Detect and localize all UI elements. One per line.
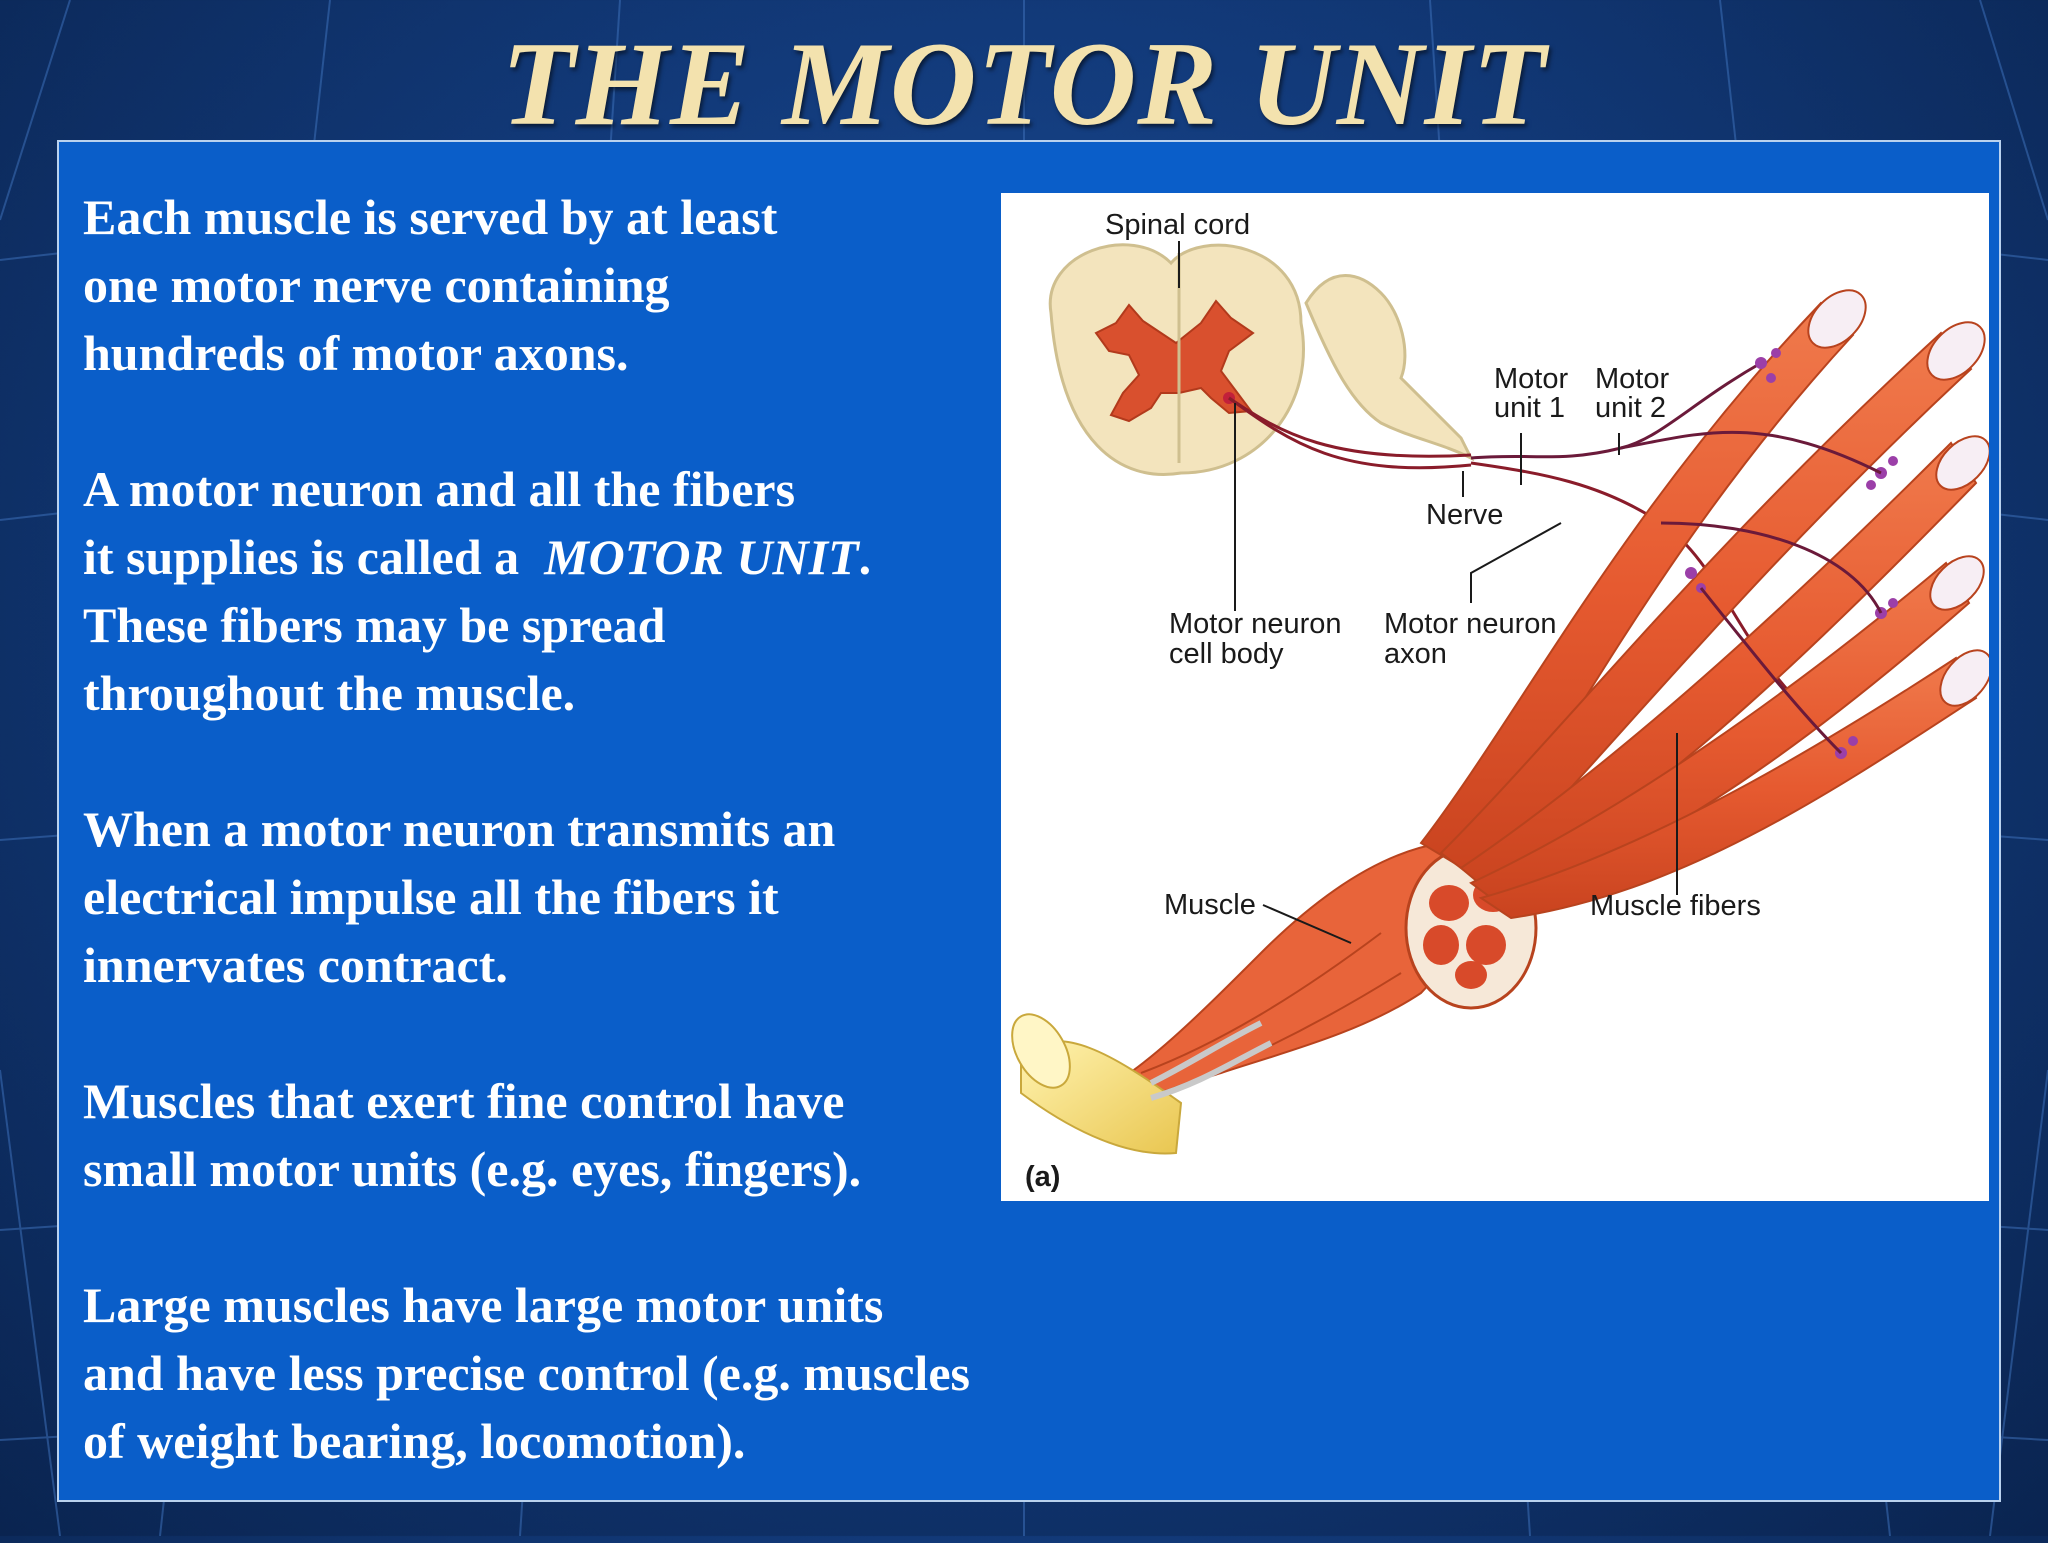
label-motor-unit-2: Motor xyxy=(1595,363,1670,395)
text-line: When a motor neuron transmits an xyxy=(83,801,836,857)
label-motor-unit-2: unit 2 xyxy=(1595,392,1666,424)
text-line: small motor units (e.g. eyes, fingers). xyxy=(83,1141,862,1197)
text-line: innervates contract. xyxy=(83,937,508,993)
text-line: electrical impulse all the fibers it xyxy=(83,869,779,925)
leader-lines xyxy=(1178,241,1678,944)
text-line: Large muscles have large motor units xyxy=(83,1277,884,1333)
text-line: Muscles that exert fine control have xyxy=(83,1073,845,1129)
label-axon: axon xyxy=(1384,638,1447,670)
label-motor-unit-1: unit 1 xyxy=(1494,392,1565,424)
label-cell-body: Motor neuron xyxy=(1169,608,1342,640)
tendon xyxy=(1011,1013,1273,1155)
paragraph-motor-unit-definition: A motor neuron and all the fibers it sup… xyxy=(83,455,1083,727)
anatomy-drawing xyxy=(1011,241,1989,1155)
motor-unit-illustration: Spinal cord Motor unit 1 Motor unit 2 Ne… xyxy=(1001,193,1989,1201)
label-muscle-fibers: Muscle fibers xyxy=(1590,890,1761,922)
label-nerve: Nerve xyxy=(1426,499,1504,531)
label-motor-unit-1: Motor xyxy=(1494,363,1569,395)
label-muscle: Muscle xyxy=(1164,889,1256,921)
text-line: A motor neuron and all the fibers xyxy=(83,461,796,517)
text-line: Each muscle is served by at least xyxy=(83,189,778,245)
body-text: Each muscle is served by at least one mo… xyxy=(83,183,1083,1543)
paragraph-fine-control: Muscles that exert fine control have sma… xyxy=(83,1067,1083,1203)
spinal-cord xyxy=(1048,243,1475,476)
label-axon: Motor neuron xyxy=(1384,608,1557,640)
paragraph-large-muscles: Large muscles have large motor units and… xyxy=(83,1271,1083,1475)
paragraph-impulse: When a motor neuron transmits an electri… xyxy=(83,795,1083,999)
text-fragment: . xyxy=(858,529,872,585)
motor-unit-term: MOTOR UNIT xyxy=(544,529,859,585)
text-fragment: it supplies is called a xyxy=(83,529,520,585)
muscle-belly xyxy=(1093,841,1538,1100)
paragraph-muscle-nerve: Each muscle is served by at least one mo… xyxy=(83,183,1083,387)
muscle-fibers xyxy=(1419,289,1989,920)
slide-title: THE MOTOR UNIT xyxy=(501,17,1547,150)
text-line: of weight bearing, locomotion). xyxy=(83,1413,746,1469)
text-line: These fibers may be spread xyxy=(83,597,666,653)
nerve-endings xyxy=(1685,348,1898,759)
text-line: it supplies is called a MOTOR UNIT. xyxy=(83,523,1083,591)
label-panel-tag: (a) xyxy=(1025,1161,1061,1193)
text-line: hundreds of motor axons. xyxy=(83,325,629,381)
text-line: throughout the muscle. xyxy=(83,665,576,721)
label-spinal-cord: Spinal cord xyxy=(1105,209,1251,241)
text-line: and have less precise control (e.g. musc… xyxy=(83,1345,970,1401)
label-cell-body: cell body xyxy=(1169,638,1284,670)
text-line: one motor nerve containing xyxy=(83,257,670,313)
